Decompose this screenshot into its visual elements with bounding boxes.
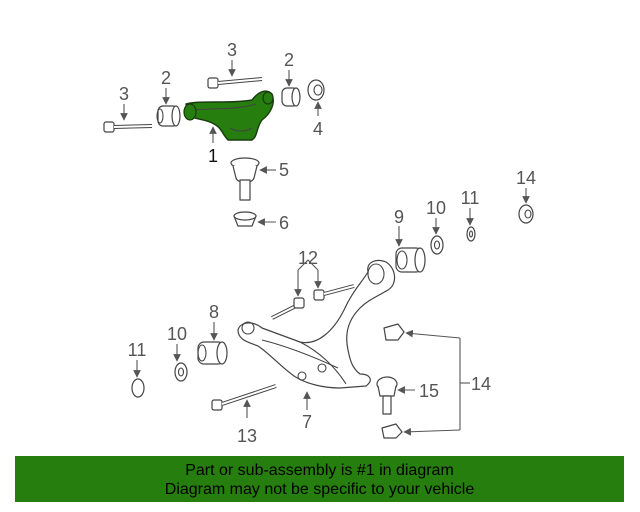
bolt-part-12-b[interactable] [313,284,355,301]
lower-control-arm-part-7[interactable] [237,259,396,389]
callout-5: 5 [279,160,289,180]
banner-line-1: Part or sub-assembly is #1 in diagram [185,462,454,479]
bolt-part-13[interactable] [211,384,277,411]
callout-15: 15 [419,381,439,401]
nut-part-14-bottom[interactable] [381,423,403,439]
bushing-part-2-left[interactable] [156,105,181,127]
upper-control-arm-part-1[interactable] [183,90,274,141]
callout-11-right: 11 [461,188,480,208]
ring-part-11-right[interactable] [466,226,476,242]
ball-joint-part-5[interactable] [230,157,260,201]
callout-8: 8 [209,302,219,322]
callout-14-bracket: 14 [471,374,491,394]
bolt-part-12-a[interactable] [271,297,305,320]
callout-10-right: 10 [426,198,446,218]
bolt-part-3-left[interactable] [103,121,153,133]
info-banner: Part or sub-assembly is #1 in diagram Di… [15,456,624,502]
leader-lines [120,60,530,436]
callout-2-right: 2 [284,50,294,70]
bushing-part-8[interactable] [197,341,228,365]
callout-9: 9 [394,207,404,227]
callout-10-left: 10 [167,324,187,344]
callout-3-top: 3 [227,40,237,60]
washer-part-10-left[interactable] [174,362,188,382]
bolt-part-3-top[interactable] [207,77,263,89]
callout-12: 12 [298,248,318,268]
callout-11-left: 11 [128,340,147,360]
callout-2-left: 2 [161,68,171,88]
callout-4: 4 [313,119,323,139]
banner-line-2: Diagram may not be specific to your vehi… [164,481,475,498]
parts-diagram: 1 2 2 3 3 4 5 6 7 8 9 10 10 11 11 12 13 … [103,40,536,446]
bushing-part-2-right[interactable] [281,87,301,107]
nut-part-14-middle[interactable] [383,323,405,341]
callout-6: 6 [279,213,289,233]
callout-14-top: 14 [516,168,536,188]
callout-13: 13 [237,426,257,446]
callout-3-left: 3 [119,84,129,104]
washer-part-10-right[interactable] [430,235,444,255]
nut-part-6[interactable] [233,211,257,227]
bushing-part-9[interactable] [395,247,426,273]
callout-1: 1 [208,146,218,166]
callout-7: 7 [302,412,312,432]
ring-part-11-left[interactable] [131,378,145,398]
ball-joint-part-15[interactable] [376,376,398,415]
nut-part-14-top[interactable] [518,204,534,224]
nut-part-4[interactable] [307,79,325,101]
